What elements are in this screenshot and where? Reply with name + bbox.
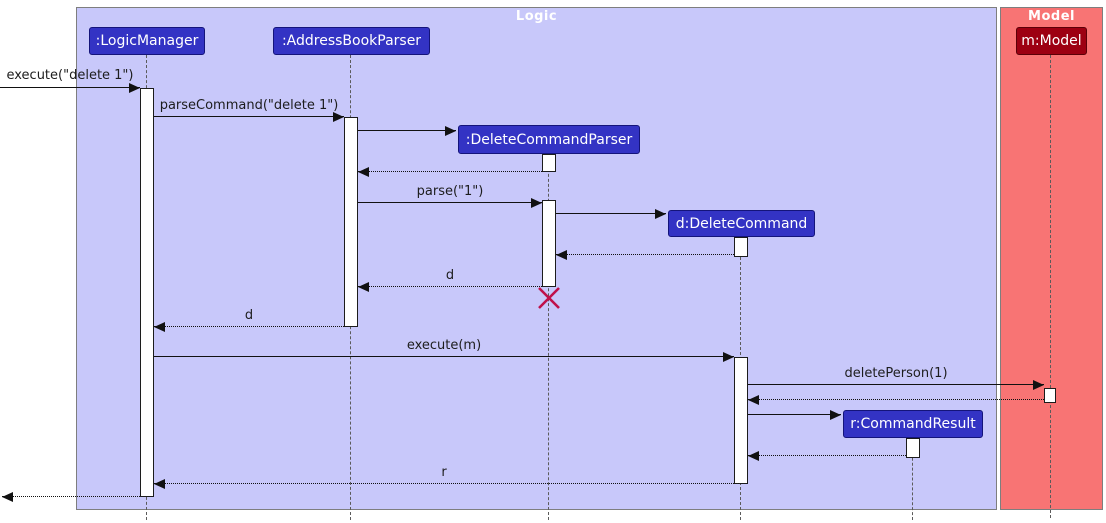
message-arrow-create-command-result [748,410,841,420]
message-label-return-d-manager: d [244,308,254,323]
activation-bar [542,154,556,172]
message-arrow-parse [358,198,542,208]
message-arrow-return-create-command [556,250,734,260]
logic-frame-title: Logic [515,9,558,24]
message-label-return-d-parser: d [445,268,455,283]
message-arrow-final-return [2,492,140,502]
message-label-execute-m: execute(m) [406,338,482,353]
message-arrow-return-from-model [748,395,1044,405]
message-label-delete-person: deletePerson(1) [844,366,948,381]
destroy-icon [537,286,561,314]
activation-bar [906,438,920,458]
message-label-parse-command: parseCommand("delete 1") [159,98,339,113]
message-label-parse: parse("1") [416,184,484,199]
message-arrow-return-d-to-manager [154,322,344,332]
message-arrow-parse-command [154,112,344,122]
activation-bar [734,237,748,257]
message-arrow-create-delete-command [556,209,666,219]
message-arrow-return-r [154,479,734,489]
participant-delete-command-parser: :DeleteCommandParser [458,125,640,154]
participant-command-result: r:CommandResult [843,410,983,438]
message-arrow-return-d-to-parser [358,282,542,292]
activation-bar [344,117,358,327]
participant-model: m:Model [1016,27,1087,55]
participant-logic-manager: :LogicManager [89,27,205,55]
participant-address-book-parser: :AddressBookParser [273,27,430,55]
lifeline-model [1050,55,1051,518]
message-arrow-return-create-result [748,451,906,461]
activation-bar [1044,388,1056,403]
message-arrow-execute-m [154,352,734,362]
activation-bar [542,200,556,287]
message-arrow-execute-delete [0,83,140,93]
model-frame [1000,7,1103,510]
lifeline-command-result [912,438,913,520]
activation-bar [140,88,154,497]
message-label-execute-delete: execute("delete 1") [6,68,134,83]
participant-delete-command: d:DeleteCommand [668,210,815,237]
model-frame-title: Model [1028,9,1075,24]
lifeline-delete-command-parser [548,154,549,520]
message-label-return-r: r [441,465,447,480]
message-arrow-return-create-parser [358,167,542,177]
activation-bar [734,357,748,484]
message-arrow-delete-person [748,380,1044,390]
message-arrow-create-delete-command-parser [358,126,456,136]
